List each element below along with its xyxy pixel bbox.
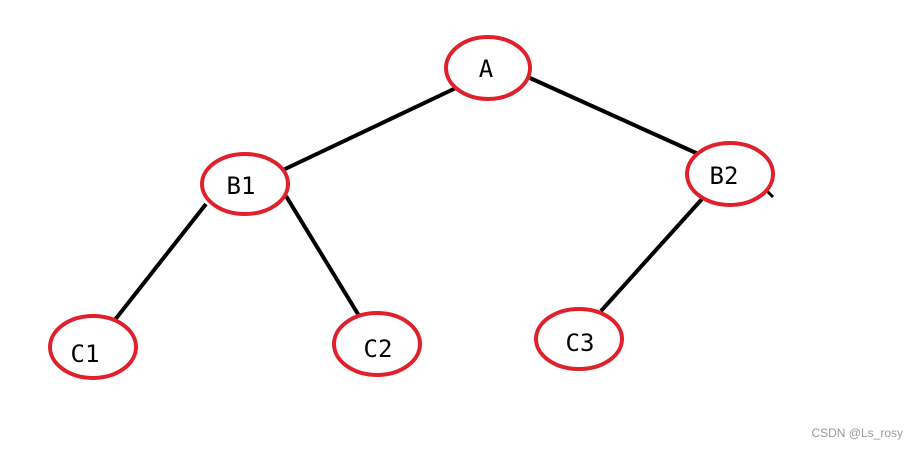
edge-a-b1 [282, 85, 459, 172]
edge-b1-c1 [112, 202, 208, 323]
node-c1-ellipse [48, 314, 138, 380]
node-a: A [444, 35, 532, 101]
node-c3-label: C3 [566, 329, 595, 357]
node-b1: B1 [200, 152, 290, 216]
node-a-label: A [479, 55, 494, 83]
node-a-ellipse [444, 35, 532, 101]
edge-a-b2 [529, 76, 706, 159]
node-b2-ellipse [685, 141, 775, 207]
node-b1-label: B1 [227, 172, 256, 200]
node-c2-ellipse [332, 311, 422, 377]
edge-b1-c2 [284, 194, 363, 321]
node-c2: C2 [332, 311, 422, 377]
node-b2-label: B2 [710, 162, 739, 190]
node-c1: C1 [48, 314, 138, 380]
node-c1-label: C1 [71, 340, 100, 368]
watermark-text: CSDN @Ls_rosy [811, 426, 903, 440]
node-c3-ellipse [534, 307, 624, 371]
node-c2-label: C2 [364, 335, 393, 363]
edge-b2-c3 [599, 197, 704, 313]
node-b1-ellipse [200, 152, 290, 216]
node-b2: B2 [685, 141, 775, 207]
node-c3: C3 [534, 307, 624, 371]
